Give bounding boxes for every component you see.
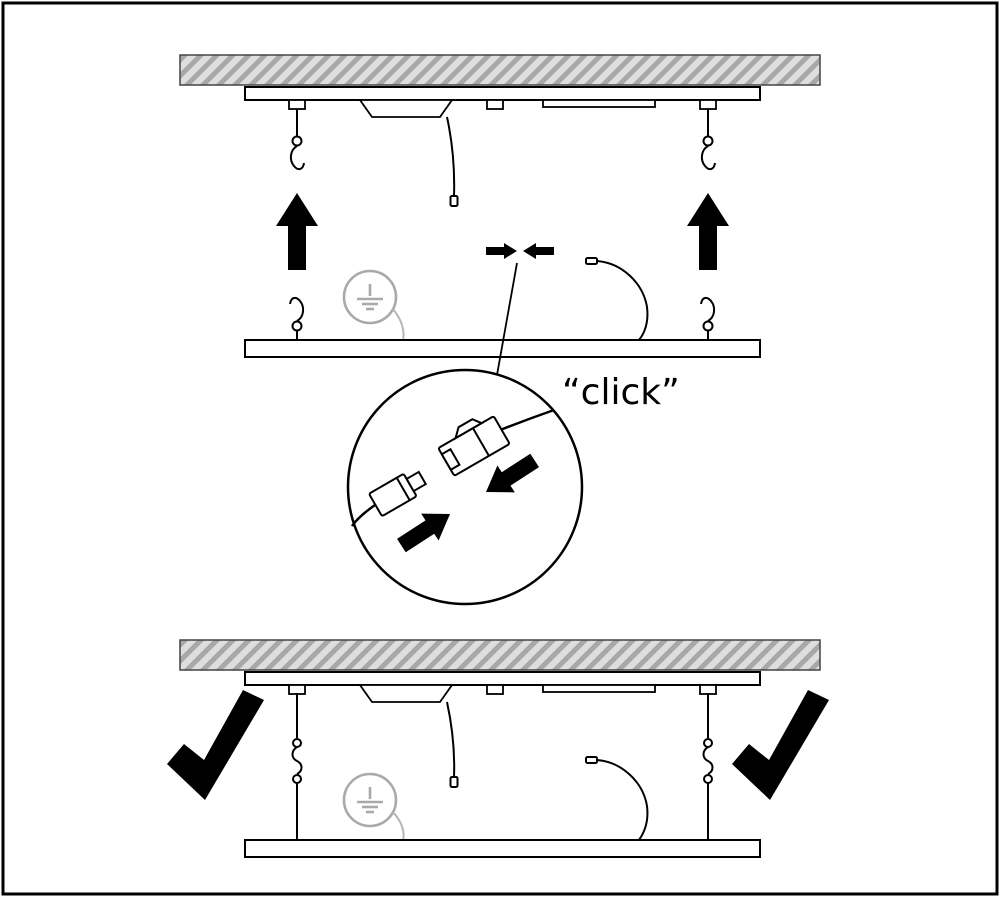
- supply-cable-middle: [446, 116, 459, 207]
- click-label: “click”: [562, 372, 680, 413]
- ground-lead-wire: [392, 811, 405, 842]
- ground-lead-wire: [392, 308, 405, 342]
- socket-wire: [499, 408, 555, 432]
- detail-leader-line: [496, 262, 518, 376]
- plug-wire: [350, 503, 376, 527]
- ground-symbol-group: [342, 269, 405, 342]
- light-fixture-bar: [244, 839, 761, 858]
- fixture-cable-right: [585, 756, 649, 841]
- plug-connector-male: [368, 470, 428, 517]
- fixture-cable-right: [585, 257, 649, 341]
- ground-symbol-group: [342, 772, 405, 842]
- supply-cable-middle: [446, 701, 459, 788]
- plug-connector-female: [438, 415, 510, 477]
- connector-detail-view: “click”: [346, 262, 680, 606]
- step-2-diagram: [167, 639, 829, 858]
